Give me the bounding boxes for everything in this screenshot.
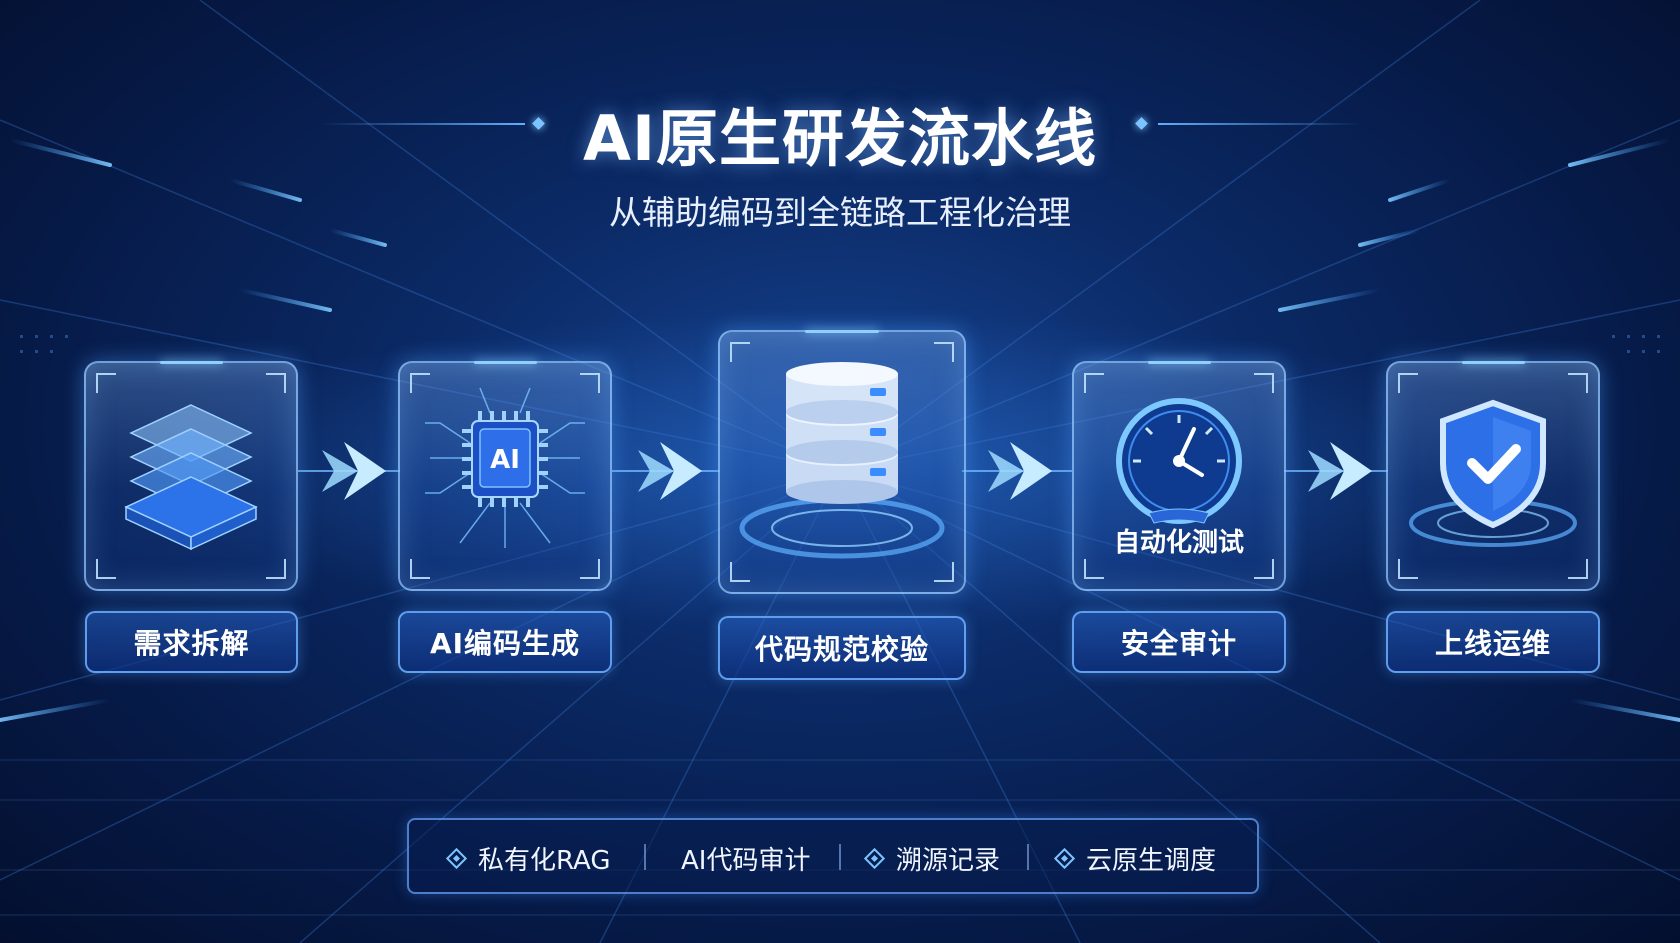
step-card-security-audit: 自动化测试: [1072, 361, 1286, 591]
step-label-requirements: 需求拆解: [85, 611, 298, 673]
feature-separator: [1027, 844, 1029, 870]
flow-arrow-icon: [1308, 442, 1372, 500]
step-card-ai-coding: AI: [398, 361, 612, 591]
shield-check-icon: [1409, 399, 1577, 547]
ai-chip-icon: [425, 387, 585, 548]
gauge-icon: [1116, 398, 1242, 524]
flow-arrow-icon: [322, 442, 386, 500]
diamond-bullet-icon: [863, 847, 886, 870]
database-icon: [739, 362, 945, 559]
diamond-bullet-icon: [445, 847, 468, 870]
feature-label: 云原生调度: [1086, 846, 1217, 876]
flow-arrow-icon: [638, 442, 702, 500]
title-deco-line-left: [320, 123, 525, 125]
title-deco-line-right: [1158, 123, 1363, 125]
step-card-code-check: [718, 330, 966, 594]
feature-label: AI代码审计: [681, 846, 811, 876]
step-label-security-audit: 安全审计: [1072, 611, 1286, 673]
page-title: AI原生研发流水线: [582, 102, 1098, 175]
step-label-deploy-ops: 上线运维: [1386, 611, 1600, 673]
feature-item: 溯源记录: [863, 840, 1001, 877]
feature-item: 云原生调度: [1053, 840, 1217, 877]
stacked-layers-icon: [124, 404, 258, 551]
step-card-deploy-ops: [1386, 361, 1600, 591]
feature-item: 私有化RAG: [445, 840, 611, 877]
flow-arrow-icon: [988, 442, 1052, 500]
feature-separator: [644, 844, 646, 870]
inner-label-auto-test: 自动化测试: [1113, 528, 1244, 558]
feature-bar: 私有化RAG AI代码审计 溯源记录 云原生调度: [407, 818, 1259, 894]
page-subtitle: 从辅助编码到全链路工程化治理: [609, 193, 1071, 232]
diamond-bullet-icon: [1053, 847, 1076, 870]
feature-item: AI代码审计: [681, 840, 810, 877]
feature-label: 私有化RAG: [478, 846, 611, 876]
step-label-code-check: 代码规范校验: [718, 616, 966, 680]
feature-separator: [839, 844, 841, 870]
step-label-ai-coding: AI编码生成: [398, 611, 612, 673]
feature-label: 溯源记录: [896, 846, 1001, 876]
chip-label: AI: [490, 445, 520, 475]
step-card-requirements: [84, 361, 298, 591]
